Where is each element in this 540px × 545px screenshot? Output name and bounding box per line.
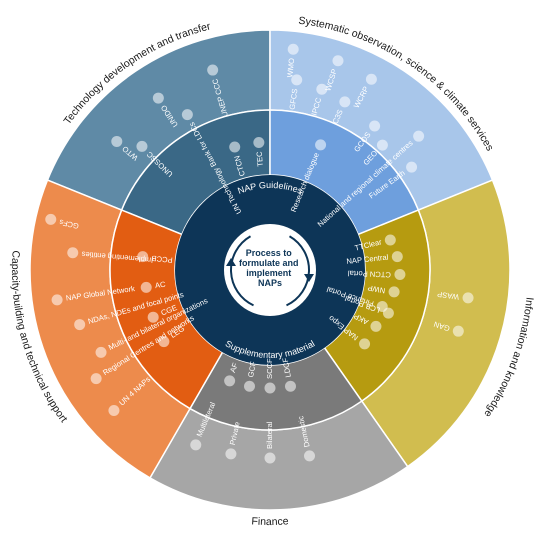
chip-label: TEC bbox=[255, 151, 265, 167]
chip-dot-icon bbox=[388, 286, 400, 298]
chip-dot-icon bbox=[359, 338, 371, 350]
arrowhead-down-icon bbox=[304, 274, 314, 282]
chip-label: WASP bbox=[437, 290, 460, 302]
arrowhead-up-icon bbox=[226, 258, 236, 266]
chip-label: Bilateral bbox=[265, 421, 274, 449]
chip-dot-icon bbox=[140, 281, 152, 293]
chip-dot-icon bbox=[462, 292, 474, 304]
chip-dot-icon bbox=[225, 448, 237, 460]
finance-inner-chip: GCF bbox=[244, 360, 258, 392]
chip-dot-icon bbox=[413, 130, 425, 142]
chip-label: GFCS bbox=[288, 88, 300, 110]
chip-label: NWP bbox=[367, 283, 386, 295]
chip-label: AF bbox=[228, 361, 240, 374]
chip-label: CTCN Portal bbox=[347, 269, 391, 280]
cycle-arrow-right-icon bbox=[286, 235, 310, 307]
finance-inner-chip: AF bbox=[224, 361, 240, 387]
process-center-line: NAPs bbox=[258, 278, 282, 288]
chip-dot-icon bbox=[287, 43, 299, 55]
finance-sector-title-text: Finance bbox=[251, 515, 289, 528]
chip-dot-icon bbox=[391, 251, 403, 263]
chip-dot-icon bbox=[369, 120, 381, 132]
chip-dot-icon bbox=[95, 346, 107, 358]
chip-dot-icon bbox=[207, 64, 219, 76]
finance-inner-chip: SCCF bbox=[264, 358, 276, 394]
chip-label: GCFs bbox=[58, 217, 80, 230]
chip-dot-icon bbox=[111, 135, 123, 147]
observation-outer-chip: WMO bbox=[285, 43, 299, 78]
cycle-arrow-left-icon bbox=[230, 235, 254, 307]
chip-dot-icon bbox=[136, 140, 148, 152]
process-center-line: formulate and bbox=[239, 258, 299, 268]
chip-dot-icon bbox=[332, 55, 344, 67]
information-inner-chip: NWP bbox=[367, 283, 400, 298]
capacity-inner-chip: AC bbox=[140, 280, 167, 293]
chip-dot-icon bbox=[152, 92, 164, 104]
chip-dot-icon bbox=[370, 320, 382, 332]
chip-dot-icon bbox=[316, 83, 328, 95]
chip-dot-icon bbox=[181, 109, 193, 121]
inner-ring bbox=[109, 109, 431, 431]
chip-dot-icon bbox=[382, 307, 394, 319]
chip-dot-icon bbox=[147, 311, 159, 323]
process-center-line: Process to bbox=[246, 248, 293, 258]
chip-label: GCF bbox=[246, 360, 258, 378]
chip-dot-icon bbox=[51, 294, 63, 306]
technology-inner-chip: TEC bbox=[253, 136, 265, 167]
chip-dot-icon bbox=[90, 373, 102, 385]
chip-dot-icon bbox=[264, 382, 276, 394]
chip-dot-icon bbox=[253, 136, 265, 148]
chip-label: NAP Central bbox=[346, 253, 389, 266]
chip-dot-icon bbox=[45, 213, 57, 225]
chip-dot-icon bbox=[67, 247, 79, 259]
core-ring: NAP Guidelines Supplementary material Pr… bbox=[175, 175, 365, 365]
chip-dot-icon bbox=[229, 141, 241, 153]
chip-dot-icon bbox=[452, 325, 464, 337]
capacity-inner-chip: PCCB bbox=[137, 251, 173, 265]
chip-dot-icon bbox=[264, 452, 276, 464]
chip-dot-icon bbox=[304, 450, 316, 462]
chip-dot-icon bbox=[284, 380, 296, 392]
information-outer-chip: WASP bbox=[437, 290, 474, 304]
finance-inner-chip: LDCF bbox=[280, 357, 296, 392]
chip-dot-icon bbox=[224, 375, 236, 387]
information-inner-chip: NAP Central bbox=[346, 251, 403, 266]
chip-dot-icon bbox=[384, 234, 396, 246]
chip-dot-icon bbox=[339, 96, 351, 108]
chip-dot-icon bbox=[376, 139, 388, 151]
outer-ring bbox=[29, 29, 511, 511]
chip-dot-icon bbox=[291, 74, 303, 86]
finance-outer-chip: Bilateral bbox=[264, 421, 276, 464]
capacity-outer-chip: GCFs bbox=[45, 213, 80, 231]
finance-sector-title: Finance bbox=[251, 515, 289, 528]
process-center-label: Process to formulate and implement NAPs bbox=[239, 248, 301, 288]
process-center-line: implement bbox=[246, 268, 291, 278]
chip-dot-icon bbox=[244, 380, 256, 392]
chip-dot-icon bbox=[394, 269, 406, 281]
chip-label: SCCF bbox=[265, 358, 274, 379]
chip-dot-icon bbox=[365, 73, 377, 85]
chip-label: LDCF bbox=[280, 357, 292, 378]
chip-dot-icon bbox=[137, 251, 149, 263]
chip-dot-icon bbox=[74, 319, 86, 331]
chip-label: PCCB bbox=[151, 254, 173, 265]
chip-dot-icon bbox=[158, 336, 170, 348]
observation-outer-chip: GFCS bbox=[288, 74, 303, 110]
chip-dot-icon bbox=[315, 139, 327, 151]
process-disc bbox=[224, 224, 316, 316]
chip-dot-icon bbox=[190, 439, 202, 451]
information-inner-chip: CTCN Portal bbox=[347, 269, 406, 281]
chip-dot-icon bbox=[108, 405, 120, 417]
chip-dot-icon bbox=[406, 161, 418, 173]
chip-label: WMO bbox=[285, 58, 296, 78]
chip-label: AC bbox=[154, 280, 166, 290]
